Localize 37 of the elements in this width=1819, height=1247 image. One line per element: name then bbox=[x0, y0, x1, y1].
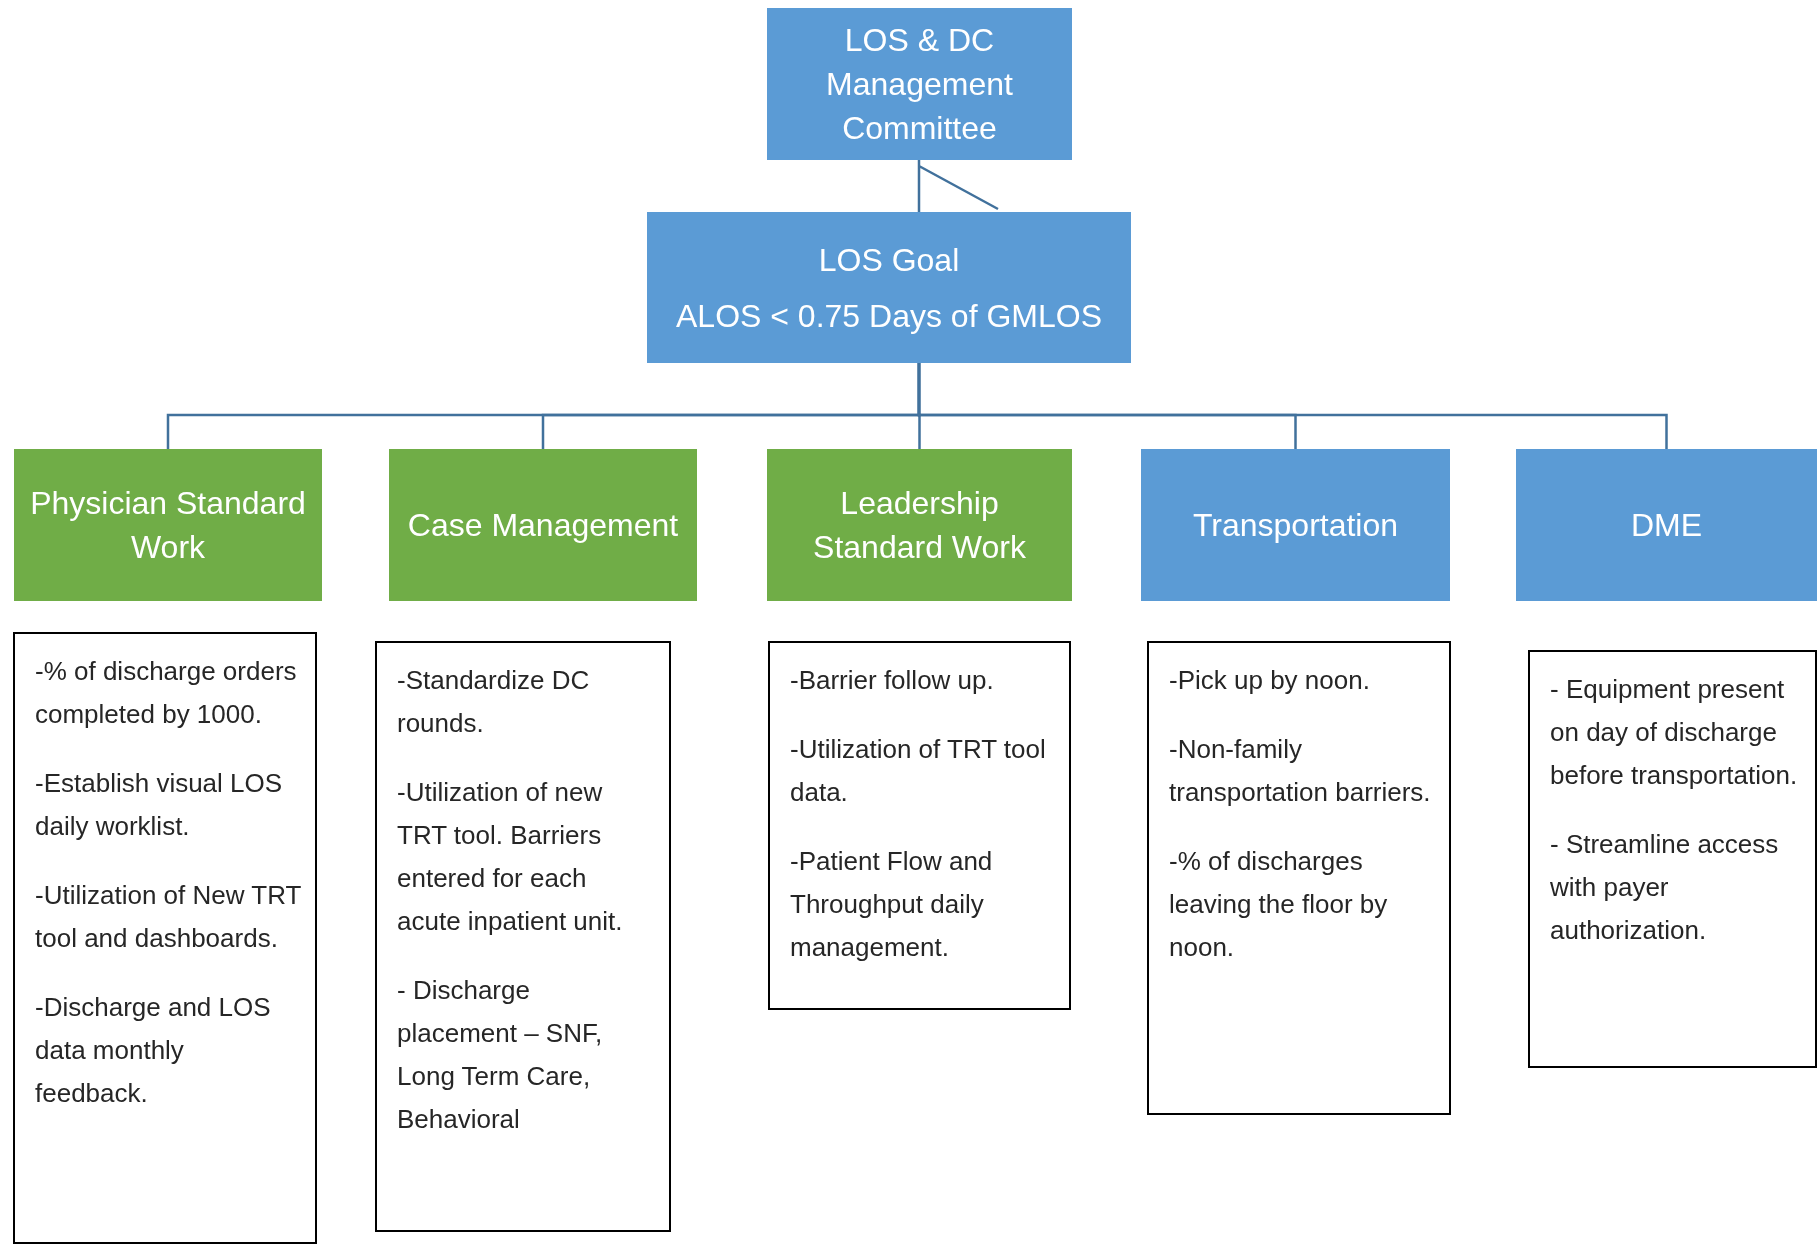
connector-line bbox=[917, 363, 1668, 449]
bullet-text: -Utilization of New TRT tool and dashboards. bbox=[35, 879, 301, 955]
box-label: Physician Standard Work bbox=[29, 484, 307, 567]
bullet-text: -Discharge and LOS data monthly feedback. bbox=[35, 991, 272, 1110]
bullet-text: -% of discharge orders completed by 1000. bbox=[35, 655, 298, 731]
workstream-box bbox=[14, 449, 322, 601]
workstream-box bbox=[389, 449, 697, 601]
bullet-text: -Non-family transportation barriers. bbox=[1169, 733, 1432, 809]
connector-line bbox=[917, 158, 1000, 214]
box-label: Transportation bbox=[1192, 506, 1399, 545]
bullet-text: -Utilization of TRT tool data. bbox=[790, 733, 1047, 809]
bullet-text: -Standardize DC rounds. bbox=[397, 664, 591, 740]
org-box bbox=[767, 8, 1072, 160]
bullet-text: -% of discharges leaving the floor by noon. bbox=[1169, 845, 1389, 964]
org-box bbox=[1141, 449, 1450, 601]
bullet-text: -Utilization of new TRT tool. Barriers entered for each acute inpatient unit. bbox=[397, 776, 624, 938]
note-box bbox=[1147, 641, 1451, 1115]
bullet-text: -Patient Flow and Throughput daily management. bbox=[790, 845, 994, 964]
bullet-text: - Streamline access with payer authorization. bbox=[1550, 828, 1780, 947]
org-box bbox=[647, 212, 1131, 363]
bullet-text: -Barrier follow up. bbox=[790, 664, 995, 697]
box-label: Case Management bbox=[407, 506, 679, 545]
box-label: ALOS < 0.75 Days of GMLOS bbox=[676, 296, 1102, 336]
box-label: LOS & DC Management Committee bbox=[825, 21, 1014, 148]
bullet-text: -Pick up by noon. bbox=[1169, 664, 1371, 697]
box-label: DME bbox=[1630, 506, 1703, 545]
bullet-text: -Establish visual LOS daily worklist. bbox=[35, 767, 284, 843]
note-box bbox=[768, 641, 1071, 1010]
org-box bbox=[1516, 449, 1817, 601]
note-box bbox=[375, 641, 671, 1232]
note-box bbox=[13, 632, 317, 1244]
bullet-text: - Discharge placement – SNF, Long Term Care, Behavioral bbox=[397, 974, 604, 1136]
note-box bbox=[1528, 650, 1817, 1068]
box-label: Leadership Standard Work bbox=[812, 484, 1027, 567]
workstream-box bbox=[767, 449, 1072, 601]
box-label: LOS Goal bbox=[818, 240, 960, 280]
bullet-text: - Equipment present on day of discharge before transportation. bbox=[1550, 673, 1799, 792]
